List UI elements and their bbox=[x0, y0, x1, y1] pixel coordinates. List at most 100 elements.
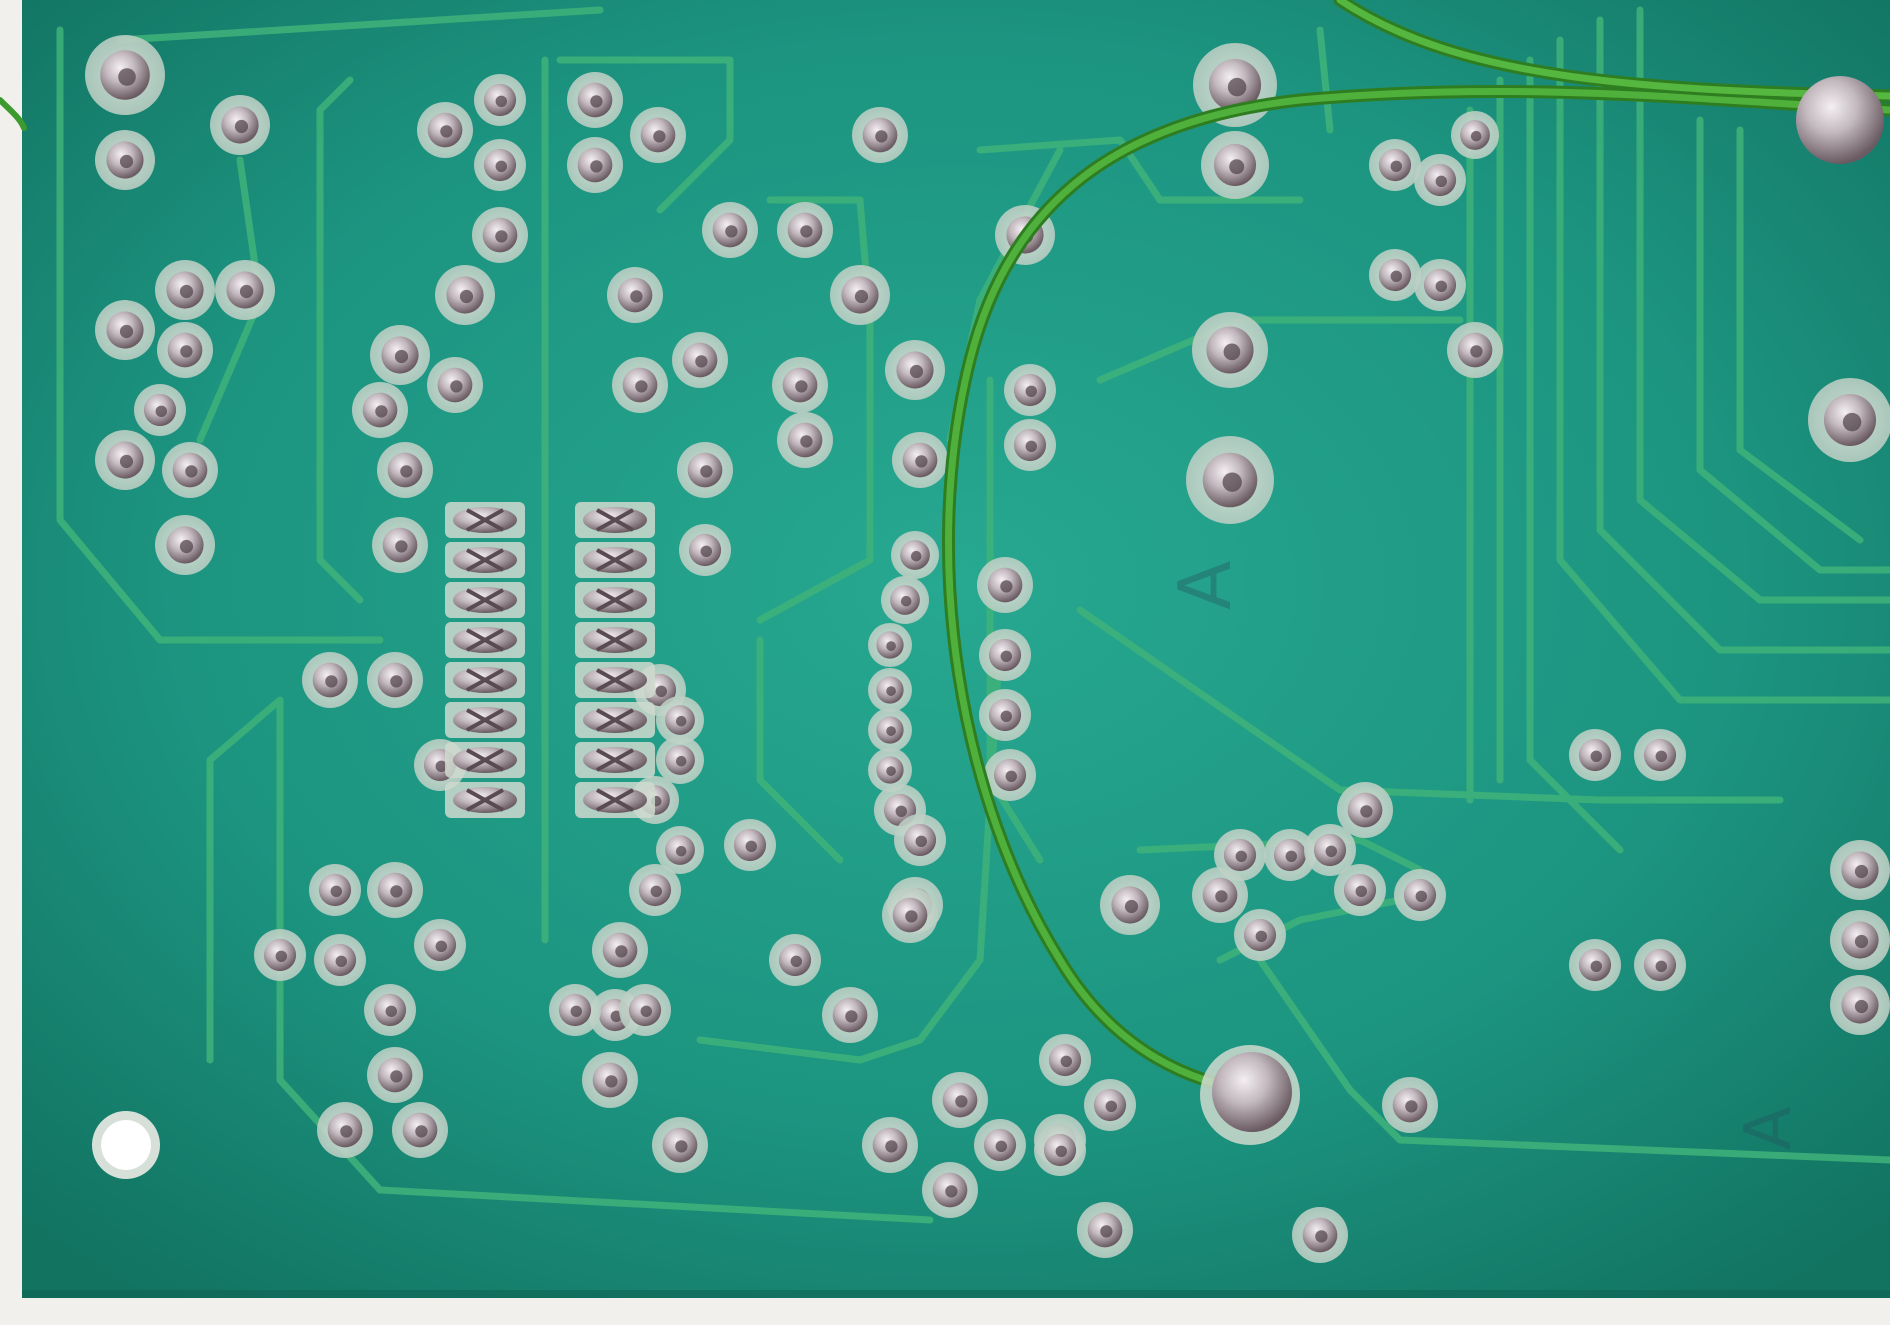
solder-joint bbox=[582, 1052, 638, 1108]
solder-joint bbox=[162, 442, 218, 498]
solder-joint bbox=[95, 130, 155, 190]
solder-joint bbox=[592, 922, 648, 978]
solder-joint bbox=[367, 862, 423, 918]
solder-joint bbox=[679, 524, 731, 576]
silkscreen: A A bbox=[1163, 561, 1806, 1150]
solder-joint bbox=[1292, 1207, 1348, 1263]
ic-pin bbox=[575, 662, 655, 698]
solder-joint bbox=[414, 919, 466, 971]
solder-joint bbox=[155, 515, 215, 575]
ic-pin bbox=[575, 622, 655, 658]
solder-joint bbox=[392, 1102, 448, 1158]
solder-joint bbox=[302, 652, 358, 708]
solder-joint bbox=[862, 1117, 918, 1173]
green-wire bbox=[945, 87, 1890, 1094]
trace bbox=[1596, 16, 1890, 654]
solder-joint bbox=[1039, 1034, 1091, 1086]
solder-joint bbox=[769, 934, 821, 986]
solder-joint bbox=[1192, 312, 1268, 388]
solder-joint bbox=[474, 74, 526, 126]
trace bbox=[756, 636, 844, 864]
solder-joint bbox=[367, 1047, 423, 1103]
ic-pin bbox=[445, 662, 525, 698]
solder-joint bbox=[868, 708, 912, 752]
trace bbox=[1316, 26, 1334, 134]
solder-joint bbox=[1569, 729, 1621, 781]
solder-joint bbox=[607, 267, 663, 323]
solder-joint bbox=[777, 412, 833, 468]
silkscreen-mark-a: A bbox=[1732, 1106, 1806, 1150]
solder-joint bbox=[629, 864, 681, 916]
solder-joint bbox=[317, 1102, 373, 1158]
ic-pin bbox=[575, 742, 655, 778]
solder-joint bbox=[1004, 419, 1056, 471]
solder-joint bbox=[1569, 939, 1621, 991]
solder-joint bbox=[1634, 729, 1686, 781]
green-wire bbox=[1336, 0, 1890, 100]
board-edge-shadow bbox=[22, 1290, 1890, 1298]
trace bbox=[1136, 836, 1424, 874]
solder-joint bbox=[85, 35, 165, 115]
solder-joint bbox=[1077, 1202, 1133, 1258]
solder-joint bbox=[974, 1119, 1026, 1171]
solder-joint bbox=[1634, 939, 1686, 991]
solder-pads bbox=[85, 35, 1890, 1263]
ic-pin bbox=[575, 582, 655, 618]
solder-joint bbox=[567, 72, 623, 128]
solder-joint bbox=[1830, 910, 1890, 970]
solder-joint bbox=[881, 576, 929, 624]
solder-joint bbox=[1004, 364, 1056, 416]
solder-joint bbox=[352, 382, 408, 438]
solder-joint bbox=[472, 207, 528, 263]
solder-joint bbox=[652, 1117, 708, 1173]
ic-pin bbox=[445, 582, 525, 618]
ic-pin bbox=[575, 782, 655, 818]
solder-joint bbox=[370, 325, 430, 385]
solder-joint bbox=[1369, 249, 1421, 301]
mounting-hole-icon bbox=[101, 1120, 151, 1170]
ic-pin bbox=[445, 622, 525, 658]
solder-joint bbox=[656, 696, 704, 744]
solder-joint bbox=[1234, 909, 1286, 961]
solder-joint bbox=[677, 442, 733, 498]
solder-joint bbox=[1369, 139, 1421, 191]
solder-joint bbox=[435, 265, 495, 325]
trace bbox=[1256, 956, 1890, 1164]
solder-joint bbox=[885, 340, 945, 400]
solder-joint bbox=[1808, 378, 1890, 462]
solder-joint bbox=[891, 531, 939, 579]
solder-joint bbox=[932, 1072, 988, 1128]
trace bbox=[116, 6, 604, 44]
ic-pin bbox=[445, 502, 525, 538]
solder-joint bbox=[1414, 154, 1466, 206]
solder-joint bbox=[1451, 111, 1499, 159]
solder-joint bbox=[868, 668, 912, 712]
solder-joint bbox=[474, 139, 526, 191]
solder-joint bbox=[656, 826, 704, 874]
solder-joint bbox=[892, 432, 948, 488]
trace bbox=[1736, 126, 1864, 544]
solder-joint bbox=[656, 736, 704, 784]
solder-joint bbox=[1034, 1124, 1086, 1176]
solder-joint bbox=[777, 202, 833, 258]
solder-joint bbox=[1394, 869, 1446, 921]
ic-pin bbox=[575, 502, 655, 538]
ic-pin bbox=[445, 702, 525, 738]
ic-pin bbox=[445, 742, 525, 778]
solder-joint bbox=[567, 137, 623, 193]
ic-pin bbox=[575, 542, 655, 578]
solder-joint bbox=[215, 260, 275, 320]
solder-joint bbox=[977, 557, 1033, 613]
trace bbox=[1526, 56, 1624, 854]
trace bbox=[1696, 116, 1890, 574]
solder-joint bbox=[1192, 867, 1248, 923]
solder-joint bbox=[702, 202, 758, 258]
solder-joint bbox=[1414, 259, 1466, 311]
solder-joint bbox=[1186, 436, 1274, 524]
solder-joint bbox=[1337, 782, 1393, 838]
trace bbox=[696, 636, 1004, 1064]
solder-joint bbox=[367, 652, 423, 708]
solder-joint bbox=[417, 102, 473, 158]
